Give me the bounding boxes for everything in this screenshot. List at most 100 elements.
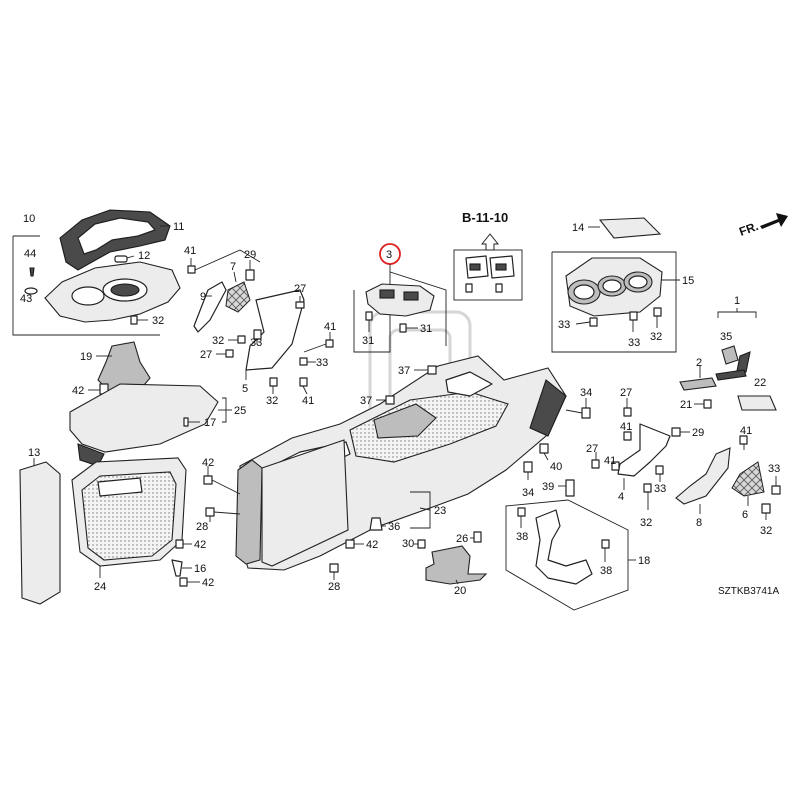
- part-6-grille[interactable]: 6: [731, 461, 765, 521]
- diagram-code: SZTKB3741A: [718, 586, 779, 597]
- callout-30: 30: [402, 538, 414, 550]
- part-42-bolt-e[interactable]: 42: [345, 539, 378, 551]
- callout-41b: 41: [324, 321, 336, 333]
- callout-18: 18: [638, 555, 650, 567]
- callout-36: 36: [388, 521, 400, 533]
- part-28-bolt-a[interactable]: 28: [196, 507, 241, 533]
- callout-6: 6: [742, 509, 748, 521]
- part-42-bolt-b[interactable]: 42: [175, 539, 206, 551]
- part-group-15: 15 33 33 32: [551, 251, 694, 353]
- callout-37a: 37: [398, 365, 410, 377]
- reference-b-11-10: B-11-10: [453, 210, 523, 301]
- part-12-knob[interactable]: [114, 255, 128, 263]
- part-21-screw[interactable]: 21: [680, 399, 712, 411]
- callout-33e: 33: [654, 483, 666, 495]
- callout-31b: 31: [420, 323, 432, 335]
- part-42-bolt[interactable]: 42: [72, 383, 109, 397]
- callout-32d: 32: [640, 517, 652, 529]
- callout-7: 7: [230, 261, 236, 273]
- part-44-clip[interactable]: [29, 267, 35, 277]
- part-console-side-panel[interactable]: [235, 439, 349, 567]
- part-4-bracket[interactable]: [617, 423, 671, 477]
- callout-20: 20: [454, 585, 466, 597]
- callout-33b: 33: [316, 357, 328, 369]
- callout-41a: 41: [184, 245, 196, 257]
- front-direction-indicator: FR.: [737, 213, 788, 239]
- callout-32b: 32: [266, 395, 278, 407]
- reference-label: B-11-10: [462, 210, 508, 225]
- part-32-clip-e[interactable]: 32: [760, 503, 772, 537]
- callout-42b: 42: [194, 539, 206, 551]
- callout-32c: 32: [650, 331, 662, 343]
- part-8-bracket[interactable]: 41 8: [675, 425, 752, 529]
- callout-15: 15: [682, 275, 694, 287]
- callout-38b: 38: [600, 565, 612, 577]
- part-36-nut[interactable]: 36: [369, 517, 400, 533]
- part-7-grille[interactable]: [225, 281, 251, 313]
- part-24-storage-box[interactable]: 24: [71, 457, 187, 593]
- callout-41d: 41: [620, 421, 632, 433]
- callout-29a: 29: [244, 249, 256, 261]
- callout-40: 40: [550, 461, 562, 473]
- callout-34b: 34: [522, 487, 534, 499]
- callout-14: 14: [572, 222, 584, 234]
- part-25-armrest-lid[interactable]: 25: [69, 383, 246, 467]
- callout-32a: 32: [212, 335, 224, 347]
- callout-29b: 29: [692, 427, 704, 439]
- callout-10: 10: [23, 213, 35, 225]
- part-34-clip-b[interactable]: 34: [522, 461, 534, 499]
- part-42-bolt-c[interactable]: 42: [179, 577, 214, 589]
- callout-8: 8: [696, 517, 702, 529]
- callout-23: 23: [434, 505, 446, 517]
- part-43-ring[interactable]: [24, 287, 38, 295]
- part-42-bolt-d[interactable]: 42: [202, 457, 241, 495]
- callout-34a: 34: [580, 387, 592, 399]
- callout-44: 44: [24, 248, 36, 260]
- callout-3: 3: [386, 249, 392, 261]
- part-group-4: 27 41 29 27 41 4 32 33: [586, 387, 704, 529]
- arrow-up-icon: [480, 233, 500, 251]
- part-13-side-trim[interactable]: 13: [19, 447, 61, 605]
- part-37-clip-a[interactable]: 37: [398, 365, 437, 377]
- part-35-switch[interactable]: [721, 345, 739, 365]
- part-22-pad[interactable]: 22: [737, 377, 777, 411]
- part-1-switch-assembly[interactable]: [735, 351, 751, 377]
- callout-41e: 41: [604, 455, 616, 467]
- callout-27d: 27: [586, 443, 598, 455]
- part-14-pad[interactable]: 14: [572, 217, 662, 239]
- callout-12: 12: [138, 250, 150, 262]
- part-16-clip[interactable]: 16: [171, 559, 206, 577]
- part-37-clip-b[interactable]: 37: [360, 395, 395, 407]
- callout-5: 5: [242, 383, 248, 395]
- callout-2: 2: [696, 357, 702, 369]
- part-group-3: 3 31 31: [353, 243, 447, 353]
- part-2-trim-strip[interactable]: 2: [679, 357, 747, 391]
- part-17-pin[interactable]: 17: [183, 417, 216, 429]
- callout-19: 19: [80, 351, 92, 363]
- arrow-right-icon: [760, 213, 788, 229]
- direction-label: FR.: [737, 219, 760, 239]
- callout-22: 22: [754, 377, 766, 389]
- callout-32e: 32: [760, 525, 772, 537]
- callout-42a: 42: [72, 385, 84, 397]
- part-40-clip[interactable]: 40: [539, 443, 562, 473]
- callout-26: 26: [456, 533, 468, 545]
- part-9-bracket[interactable]: [193, 281, 227, 333]
- callout-24: 24: [94, 581, 106, 593]
- part-28-bolt-b[interactable]: 28: [328, 563, 340, 593]
- callout-42c: 42: [202, 577, 214, 589]
- callout-39: 39: [542, 481, 554, 493]
- part-18-bracket[interactable]: [535, 509, 593, 585]
- callout-38a: 38: [516, 531, 528, 543]
- part-34-clip-a[interactable]: 34: [565, 387, 592, 419]
- callout-41c: 41: [302, 395, 314, 407]
- callout-42e: 42: [366, 539, 378, 551]
- callout-33f: 33: [768, 463, 780, 475]
- part-20-bracket[interactable]: 30 26 20: [402, 531, 488, 597]
- part-33-clip-f[interactable]: 33: [768, 463, 781, 495]
- callout-27b: 27: [200, 349, 212, 361]
- part-3-bracket[interactable]: [365, 283, 435, 317]
- callout-27a: 27: [294, 283, 306, 295]
- callout-41f: 41: [740, 425, 752, 437]
